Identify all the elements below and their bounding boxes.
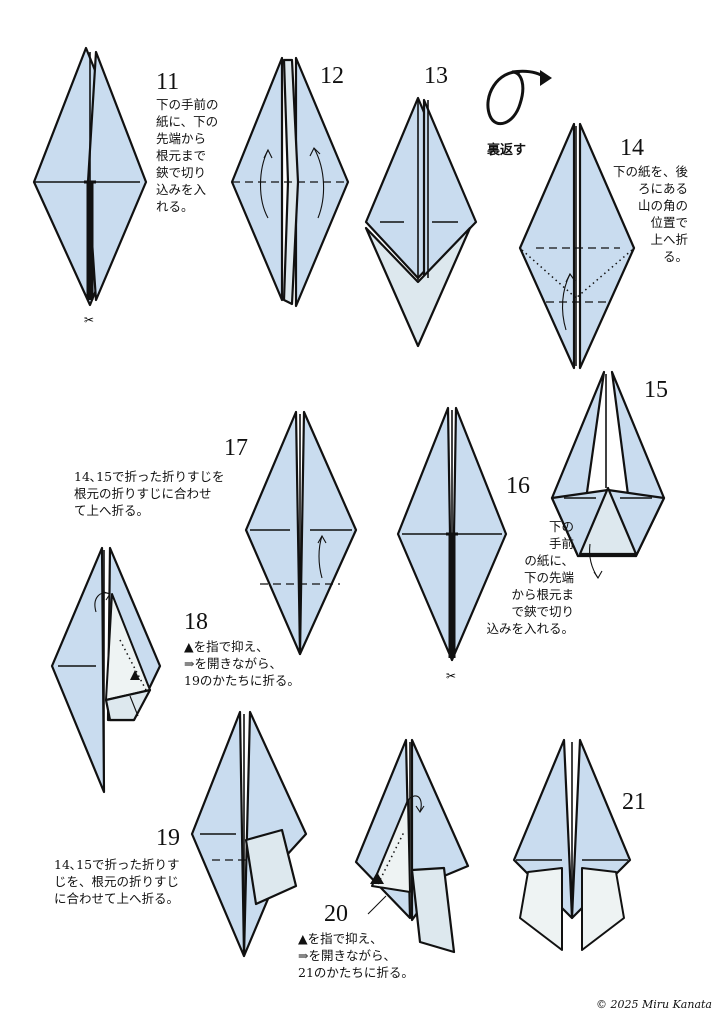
- step-13-figure: [364, 96, 478, 348]
- step-15-figure: [550, 370, 666, 580]
- step-11-figure: ✂: [32, 46, 148, 327]
- step-number-20: 20: [324, 901, 348, 927]
- step-number-12: 12: [320, 63, 344, 89]
- fold-up-arrow: [318, 535, 323, 579]
- open-arrow: [129, 695, 139, 717]
- step-number-21: 21: [622, 789, 646, 815]
- step-19-instruction: 14､15で折った折りす じを、根元の折りすじ に合わせて上へ折る。: [54, 857, 180, 906]
- step-16-instruction: 下の 手前 の紙に、 下の先端 から根元ま で鋏で切り 込みを入れる。: [486, 519, 574, 636]
- step-number-11: 11: [156, 69, 180, 95]
- step-18-figure: [50, 546, 162, 794]
- turn-over-label: 裏返す: [487, 143, 527, 158]
- step-number-18: 18: [184, 609, 208, 635]
- step-number-19: 19: [156, 825, 180, 851]
- scissors-icon: ✂: [84, 313, 94, 327]
- fold-up-arrow: [313, 147, 325, 219]
- step-14-instruction: 下の紙を、後 ろにある 山の角の 位置で 上へ折 る。: [612, 164, 688, 264]
- step-number-16: 16: [506, 473, 530, 499]
- step-number-14: 14: [620, 135, 644, 161]
- step-17-figure: [244, 410, 358, 656]
- step-number-13: 13: [424, 63, 448, 89]
- step-20-instruction: ▲を指で抑え、 ⇒を開きながら、 21のかたちに折る。: [298, 931, 414, 980]
- press-triangle-icon: [130, 670, 140, 680]
- step-19-figure: [190, 710, 308, 958]
- scissors-icon: ✂: [446, 669, 456, 683]
- press-triangle-icon: [370, 872, 384, 884]
- step-number-15: 15: [644, 377, 668, 403]
- step-number-17: 17: [224, 435, 248, 461]
- copyright: © 2025 Miru Kanata: [595, 998, 712, 1011]
- step-14-figure: [518, 122, 636, 370]
- turn-over-icon: [486, 69, 552, 126]
- open-arrow: [367, 895, 387, 915]
- step-17-instruction: 14､15で折った折りすじを 根元の折りすじに合わせ て上へ折る。: [74, 469, 225, 518]
- step-16-figure: ✂: [396, 406, 508, 683]
- step-21-figure: [512, 738, 632, 951]
- step-11-instruction: 下の手前の 紙に、下の 先端から 根元まで 鋏で切り 込みを入 れる。: [156, 97, 219, 214]
- step-18-instruction: ▲を指で抑え、 ⇒を開きながら、 19のかたちに折る。: [184, 639, 300, 688]
- step-20-figure: [354, 738, 470, 954]
- step-12-figure: [230, 56, 350, 308]
- fold-arrow: [407, 795, 422, 813]
